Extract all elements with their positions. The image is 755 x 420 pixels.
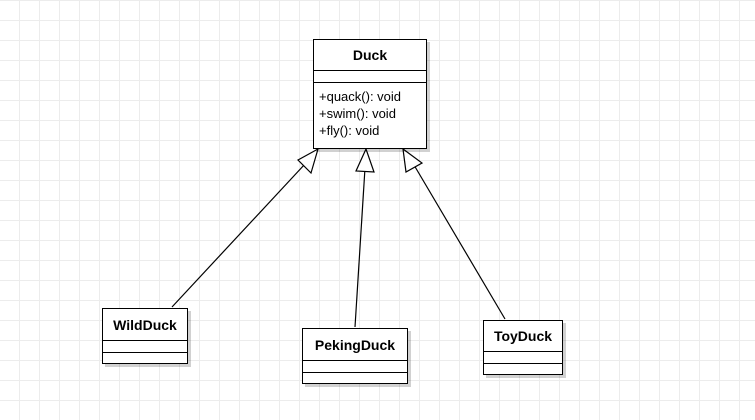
class-pekingduck[interactable]: PekingDuck <box>302 328 408 384</box>
toyduck-generalization-arrowhead <box>402 147 424 173</box>
method-swim: +swim(): void <box>319 106 396 121</box>
class-methods: +quack(): void +swim(): void +fly(): voi… <box>314 83 426 139</box>
pekingduck-generalization-arrowhead <box>355 147 375 173</box>
pekingduck-generalization-line[interactable] <box>354 167 366 328</box>
method-quack: +quack(): void <box>319 89 402 104</box>
class-name: ToyDuck <box>484 321 562 352</box>
class-attributes <box>303 361 407 373</box>
class-duck[interactable]: Duck +quack(): void +swim(): void +fly()… <box>313 39 427 149</box>
wildduck-generalization-line[interactable] <box>171 163 306 308</box>
class-attributes <box>484 352 562 364</box>
class-attributes <box>103 341 187 353</box>
class-toyduck[interactable]: ToyDuck <box>483 320 563 375</box>
method-fly: +fly(): void <box>319 123 380 138</box>
class-name: Duck <box>314 40 426 71</box>
wildduck-generalization-arrowhead <box>297 147 319 175</box>
class-name: WildDuck <box>103 309 187 341</box>
class-name: PekingDuck <box>303 329 407 361</box>
class-wildduck[interactable]: WildDuck <box>102 308 188 364</box>
class-attributes <box>314 71 426 83</box>
toyduck-generalization-line[interactable] <box>413 164 506 320</box>
